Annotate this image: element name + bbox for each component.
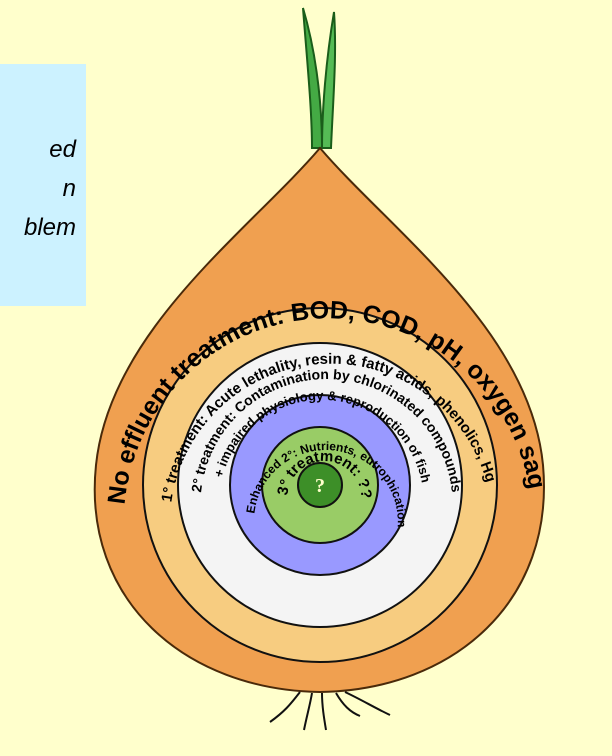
sprout-icon bbox=[302, 7, 337, 149]
callout-box: ed n blem bbox=[0, 64, 86, 306]
core-label: ? bbox=[315, 475, 325, 497]
core-circle bbox=[297, 462, 343, 508]
callout-text: ed n blem bbox=[0, 130, 76, 247]
callout-line-3: blem bbox=[23, 214, 76, 241]
callout-line-1: ed bbox=[49, 136, 76, 163]
callout-line-2: n bbox=[62, 175, 76, 202]
roots-icon bbox=[269, 691, 391, 731]
